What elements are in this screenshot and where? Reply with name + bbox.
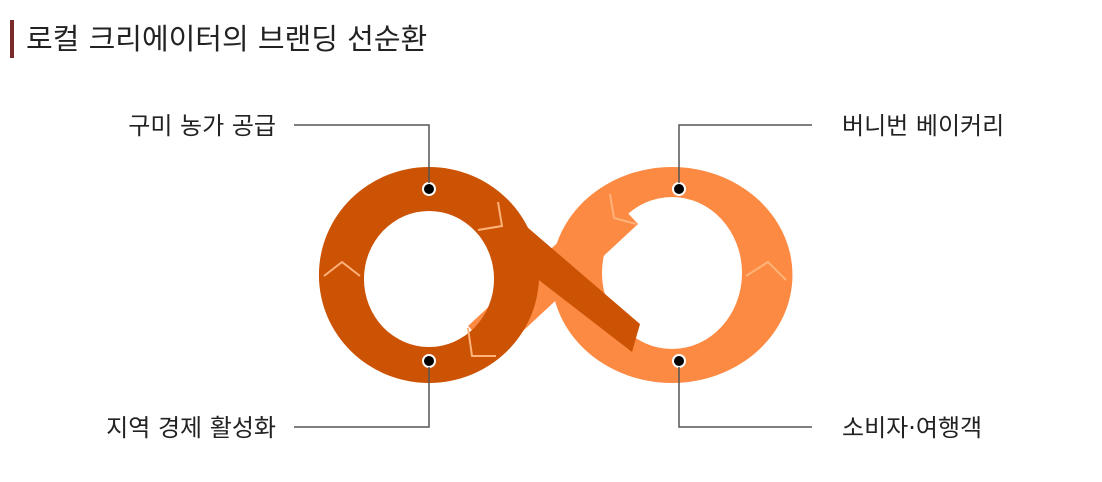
label-bottom-left: 지역 경제 활성화	[106, 414, 276, 442]
title-accent-bar	[10, 20, 14, 58]
edge-top-notch	[477, 201, 504, 231]
label-bottom-right: 소비자·여행객	[842, 414, 982, 442]
anchor-dot-top-left	[422, 182, 436, 196]
anchor-dot-top-right	[672, 182, 686, 196]
anchor-dot-bottom-right	[672, 354, 686, 368]
edge-bottom-notch	[467, 327, 496, 357]
label-top-right: 버니번 베이커리	[842, 112, 1004, 140]
leader-lines	[294, 124, 812, 428]
edge-left-notch	[323, 260, 361, 277]
crossing-band-dark	[474, 202, 640, 352]
segment-edges	[323, 193, 787, 357]
leader-line-top-right	[678, 124, 812, 183]
right-loop-ring	[551, 167, 793, 383]
leader-line-bottom-left	[294, 367, 430, 428]
anchor-dot-bottom-left	[422, 354, 436, 368]
page-title: 로컬 크리에이터의 브랜딩 선순환	[26, 22, 428, 56]
leader-line-top-left	[294, 124, 430, 183]
left-loop-ring	[318, 167, 540, 383]
label-top-left: 구미 농가 공급	[128, 112, 276, 140]
leader-line-bottom-right	[678, 367, 812, 428]
edge-band-light	[609, 193, 637, 225]
edge-right-notch	[745, 260, 787, 281]
